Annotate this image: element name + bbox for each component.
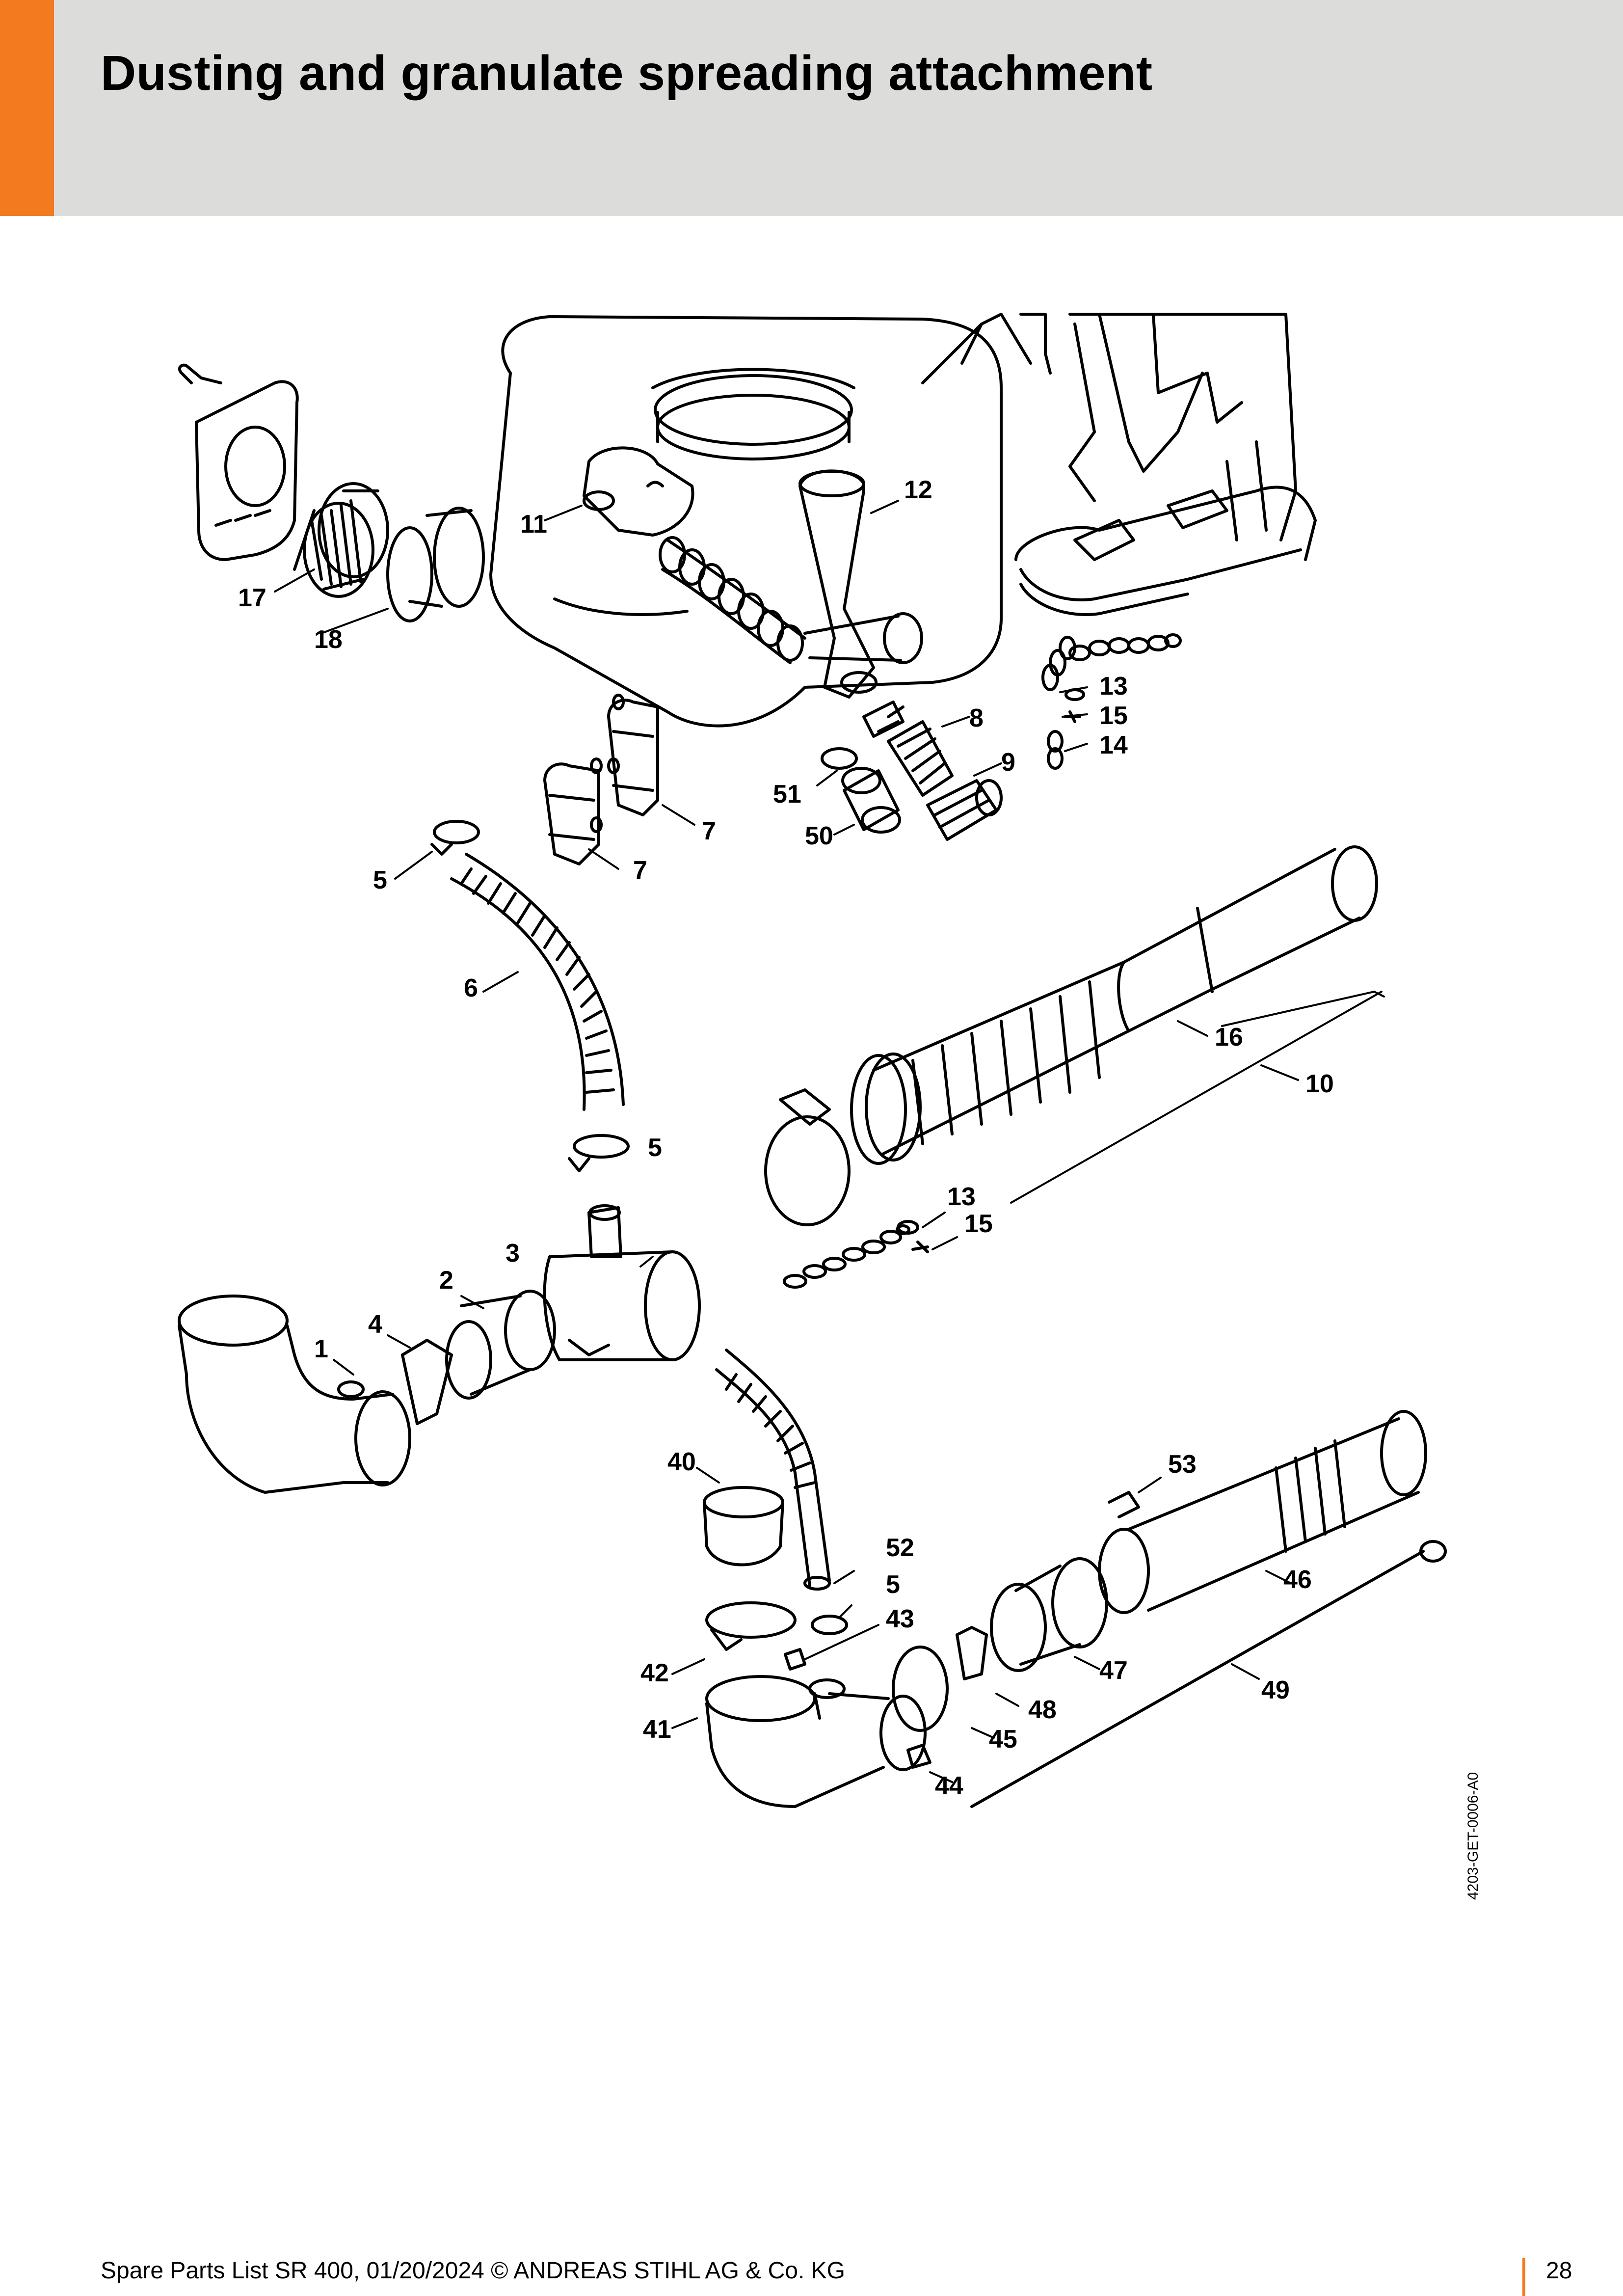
callout-51: 51	[773, 780, 801, 809]
part-17-filter-housing	[178, 363, 299, 561]
orange-accent-bar	[0, 0, 54, 216]
callout-15: 15	[964, 1210, 993, 1238]
callout-16: 16	[1215, 1023, 1243, 1052]
callout-5: 5	[886, 1570, 900, 1599]
tank-filler-opening	[654, 374, 853, 446]
part-50-sleeve	[841, 767, 901, 834]
callout-7: 7	[702, 817, 716, 845]
part-46-tube	[1098, 1410, 1427, 1614]
callout-40: 40	[667, 1448, 696, 1476]
tank-inner-hose	[659, 536, 806, 664]
callout-14: 14	[1099, 731, 1128, 759]
callout-9: 9	[1001, 748, 1015, 777]
callout-1: 1	[314, 1335, 328, 1363]
callout-48: 48	[1028, 1696, 1057, 1724]
part-47-cylinder	[990, 1557, 1108, 1672]
callout-18: 18	[314, 625, 343, 654]
callout-17: 17	[238, 584, 266, 612]
callout-10: 10	[1305, 1070, 1334, 1098]
part-2-ring	[445, 1290, 556, 1400]
callout-43: 43	[886, 1605, 914, 1633]
part-16-blower-tube	[850, 845, 1378, 1165]
part-6-hose	[450, 853, 625, 1111]
part-12-funnel	[798, 469, 875, 699]
callout-5: 5	[648, 1134, 662, 1162]
part-7-clamps	[543, 694, 659, 865]
backplate-frame	[921, 313, 1317, 616]
callout-15: 15	[1099, 702, 1128, 730]
part-1-elbow	[178, 1295, 411, 1494]
callout-52: 52	[886, 1534, 914, 1562]
callout-5: 5	[373, 866, 387, 894]
callout-2: 2	[439, 1266, 453, 1295]
drawing-code: 4203-GET-0006-A0	[1465, 1772, 1481, 1900]
part-44-cap	[906, 1744, 931, 1769]
part-3-housing	[543, 1204, 701, 1361]
callout-12: 12	[904, 476, 932, 504]
callout-53: 53	[1168, 1450, 1197, 1479]
part-4-clip	[401, 1339, 453, 1425]
footer-text: Spare Parts List SR 400, 01/20/2024 © AN…	[101, 2258, 845, 2284]
part-48-clip	[956, 1626, 988, 1680]
page-title: Dusting and granulate spreading attachme…	[101, 46, 1153, 101]
callout-41: 41	[643, 1715, 671, 1744]
part-43-nut	[784, 1648, 806, 1671]
callout-3: 3	[506, 1239, 520, 1268]
leader-lines	[274, 500, 1385, 1783]
part-5-clamp-upper	[430, 820, 480, 856]
part-45-o-ring	[892, 1646, 949, 1732]
part-5-clamp-lower	[568, 1134, 630, 1172]
callout-11: 11	[520, 510, 547, 539]
part-42-clamp	[705, 1601, 797, 1651]
callout-50: 50	[805, 822, 833, 850]
part-51-ring	[821, 747, 858, 770]
callout-13: 13	[1099, 672, 1128, 701]
tank-body	[489, 315, 1003, 728]
part-9-nut	[926, 779, 1003, 841]
header-band	[0, 0, 1623, 216]
part-52-hose	[715, 1349, 831, 1591]
page-number: 28	[1546, 2258, 1572, 2284]
part-40-ring	[703, 1486, 784, 1567]
callout-4: 4	[368, 1310, 382, 1339]
callout-7: 7	[633, 856, 647, 885]
callout-49: 49	[1261, 1676, 1290, 1704]
callout-6: 6	[464, 974, 478, 1002]
upper-chain	[1041, 633, 1182, 770]
callout-47: 47	[1099, 1656, 1128, 1685]
callout-13: 13	[947, 1183, 976, 1211]
part-18-sleeve	[386, 507, 485, 622]
filter-element	[293, 482, 389, 598]
callout-44: 44	[935, 1772, 963, 1800]
callout-46: 46	[1283, 1566, 1312, 1594]
callout-45: 45	[989, 1725, 1017, 1754]
part-5-clamp-small	[811, 1615, 848, 1635]
part-53-clip	[1108, 1491, 1140, 1518]
callout-8: 8	[969, 704, 984, 732]
part-49-wire	[970, 1550, 1425, 1808]
part-11-connector	[583, 446, 694, 537]
callout-42: 42	[640, 1659, 669, 1687]
footer-divider	[1522, 2258, 1525, 2296]
part-8-hose	[862, 701, 954, 797]
blower-tube-clamp	[764, 1088, 851, 1226]
part-41-elbow	[705, 1675, 927, 1808]
middle-chain	[783, 1220, 929, 1289]
